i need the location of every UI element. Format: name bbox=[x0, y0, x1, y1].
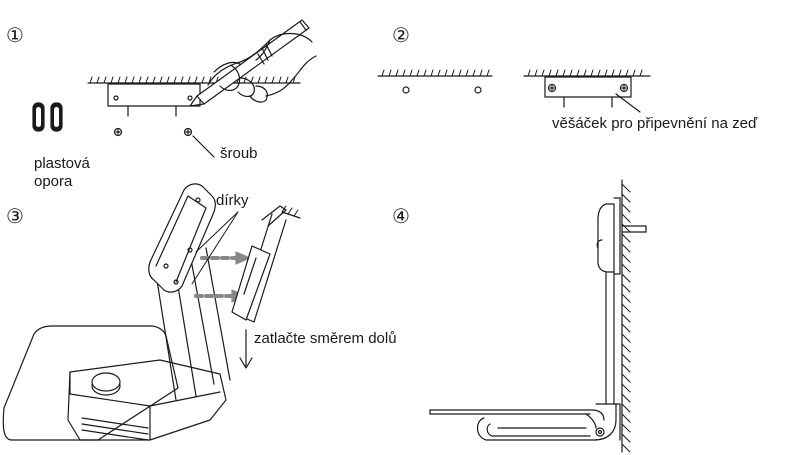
plastic-support-label-1: plastová bbox=[34, 155, 90, 172]
screw-label: šroub bbox=[220, 145, 258, 162]
pencil-icon bbox=[189, 19, 310, 107]
step-4-illustration bbox=[429, 179, 647, 453]
hand-icon bbox=[207, 32, 317, 103]
step-1-number: ① bbox=[6, 23, 24, 47]
down-arrow-icon bbox=[239, 329, 253, 369]
screw-icon bbox=[547, 83, 629, 93]
holes-label: dírky bbox=[216, 192, 249, 209]
push-down-label: zatlačte směrem dolů bbox=[254, 330, 397, 347]
wall-hatch-2a bbox=[381, 69, 490, 77]
step-3-number: ③ bbox=[6, 204, 24, 228]
wall-hatch-2b bbox=[527, 69, 643, 77]
step-2-illustration bbox=[377, 69, 651, 113]
screw-icon bbox=[113, 127, 193, 137]
step-4-number: ④ bbox=[392, 204, 410, 228]
wall-hatch-4 bbox=[621, 183, 631, 453]
plastic-support-icon bbox=[32, 102, 63, 132]
plastic-support-label-2: opora bbox=[34, 173, 73, 190]
step-1-illustration bbox=[32, 19, 317, 158]
step-2-number: ② bbox=[392, 23, 410, 47]
wall-hatch-1 bbox=[89, 76, 296, 84]
insert-arrow-icon bbox=[194, 256, 238, 298]
wall-hanger-label: věšáček pro připevnění na zeď bbox=[552, 115, 758, 132]
step-3-illustration bbox=[2, 183, 301, 441]
